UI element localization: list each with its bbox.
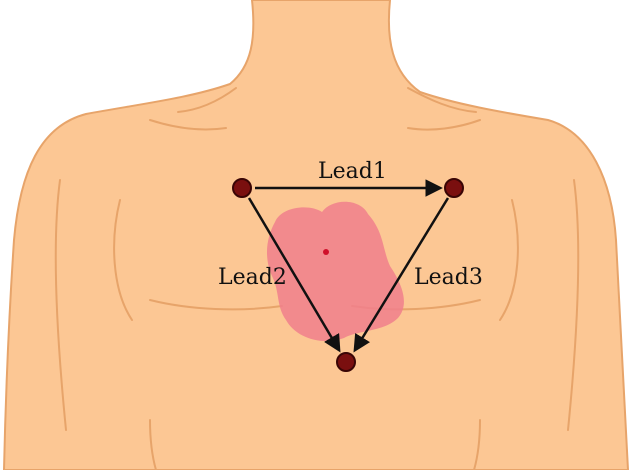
heart-center-dot [323,249,329,255]
electrode-right-arm [233,179,251,197]
electrode-left-arm [445,179,463,197]
lead2-label: Lead2 [218,265,287,290]
electrode-left-leg [337,353,355,371]
lead1-label: Lead1 [318,159,387,184]
lead3-label: Lead3 [414,265,483,290]
